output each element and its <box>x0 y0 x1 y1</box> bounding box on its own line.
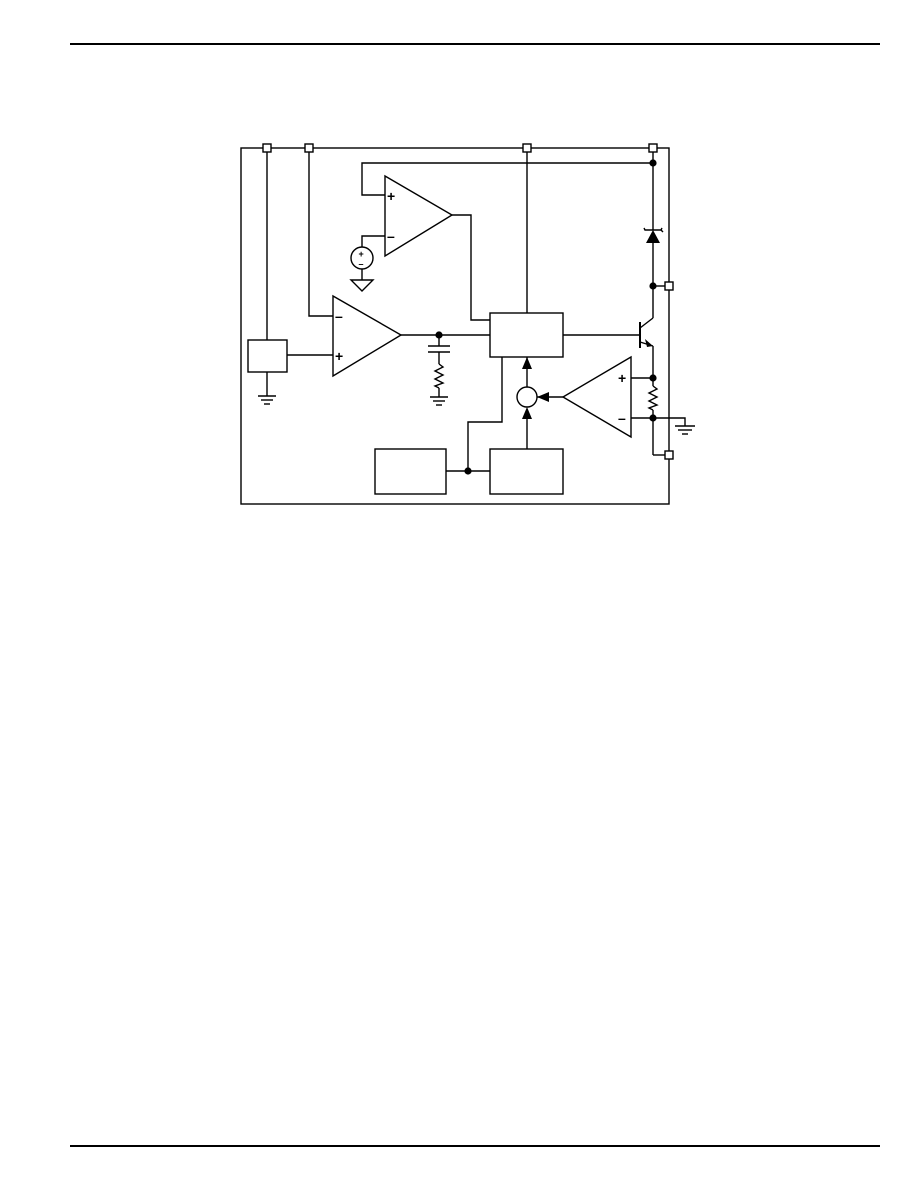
capacitor <box>428 345 450 353</box>
wires <box>266 152 686 472</box>
ramp-block <box>489 448 564 495</box>
top-opamp <box>384 174 454 258</box>
junction-dot <box>649 159 657 167</box>
oscillator-block <box>374 448 447 495</box>
ground-symbol-reference <box>349 279 375 292</box>
pin-1 <box>262 143 272 153</box>
arrow-left-summing <box>537 392 549 402</box>
junction-dot <box>649 414 657 422</box>
pin-5 <box>664 281 674 291</box>
pin-2 <box>304 143 314 153</box>
logic-block <box>489 312 564 358</box>
resistor-sense <box>647 385 659 411</box>
arrow-up-logic <box>522 357 532 369</box>
pins <box>262 143 674 460</box>
sense-amplifier <box>561 355 632 439</box>
pin-3 <box>522 143 532 153</box>
sense-amp-minus: – <box>618 410 626 426</box>
error-amplifier <box>332 294 403 378</box>
ground-symbol-compensation <box>430 396 448 406</box>
reference-plus: + <box>359 249 364 259</box>
junction-dot <box>435 331 443 339</box>
top-opamp-minus: – <box>387 228 395 244</box>
error-amp-minus: – <box>335 308 343 324</box>
ground-symbol-input <box>258 395 276 405</box>
header-rule <box>70 43 880 45</box>
top-opamp-plus: + <box>387 188 395 204</box>
junction-dot <box>464 467 472 475</box>
npn-transistor <box>639 312 654 348</box>
resistor-compensation <box>433 363 445 389</box>
reference-minus: – <box>359 259 364 269</box>
summing-node <box>516 386 538 408</box>
pin-6 <box>664 450 674 460</box>
input-block <box>247 339 288 373</box>
reference-source <box>350 246 374 270</box>
footer-rule <box>70 1145 880 1147</box>
junction-dot <box>649 374 657 382</box>
arrow-up-summing <box>522 407 532 419</box>
chip-boundary <box>240 147 670 505</box>
zener-diode <box>643 227 664 243</box>
sense-amp-plus: + <box>618 370 626 386</box>
junction-dot <box>649 282 657 290</box>
pin-4 <box>648 143 658 153</box>
error-amp-plus: + <box>335 348 343 364</box>
ground-symbol-sense <box>675 425 695 435</box>
